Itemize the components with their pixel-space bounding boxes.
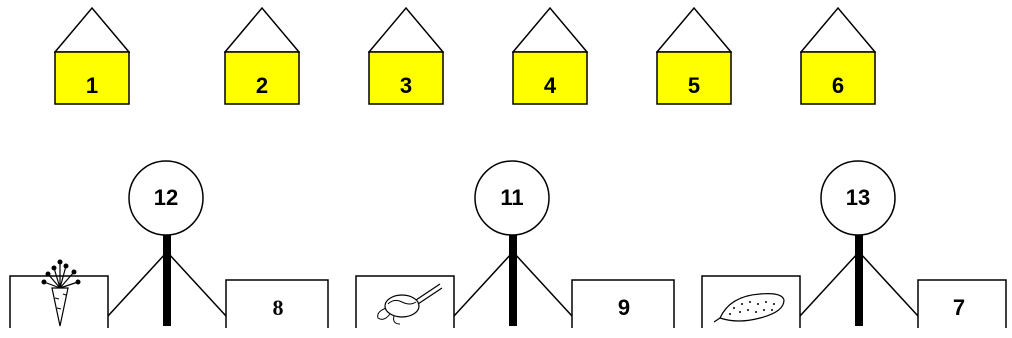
house-4: 4 (512, 6, 588, 116)
box-number: 8 (272, 295, 284, 320)
house-3: 3 (368, 6, 444, 116)
house-shape (368, 6, 444, 105)
house-number: 2 (255, 73, 269, 98)
house-number: 1 (85, 73, 99, 98)
cucumber-icon (710, 282, 794, 328)
tree-3: 13 7 (696, 158, 1012, 328)
circle-number: 11 (500, 185, 524, 210)
circle-number: 12 (153, 185, 179, 210)
box-number: 7 (952, 295, 966, 320)
house-number: 5 (687, 73, 701, 98)
house-number: 6 (831, 73, 845, 98)
tree-1: 12 8 (4, 158, 364, 328)
tree-shape (355, 160, 675, 328)
tree-shape (9, 160, 329, 328)
house-2: 2 (224, 6, 300, 116)
circle-number: 13 (845, 185, 871, 210)
house-5: 5 (656, 6, 732, 116)
house-shape (512, 6, 588, 105)
house-number: 4 (543, 73, 557, 98)
house-1: 1 (54, 6, 130, 116)
tree-shape (701, 160, 1007, 328)
house-shape (656, 6, 732, 105)
house-6: 6 (800, 6, 876, 116)
onion-icon (368, 278, 448, 328)
house-shape (224, 6, 300, 105)
house-shape (54, 6, 130, 105)
tree-2: 11 9 (350, 158, 710, 328)
box-number: 9 (617, 295, 631, 320)
house-number: 3 (399, 73, 413, 98)
house-shape (800, 6, 876, 105)
carrot-icon (30, 258, 90, 328)
